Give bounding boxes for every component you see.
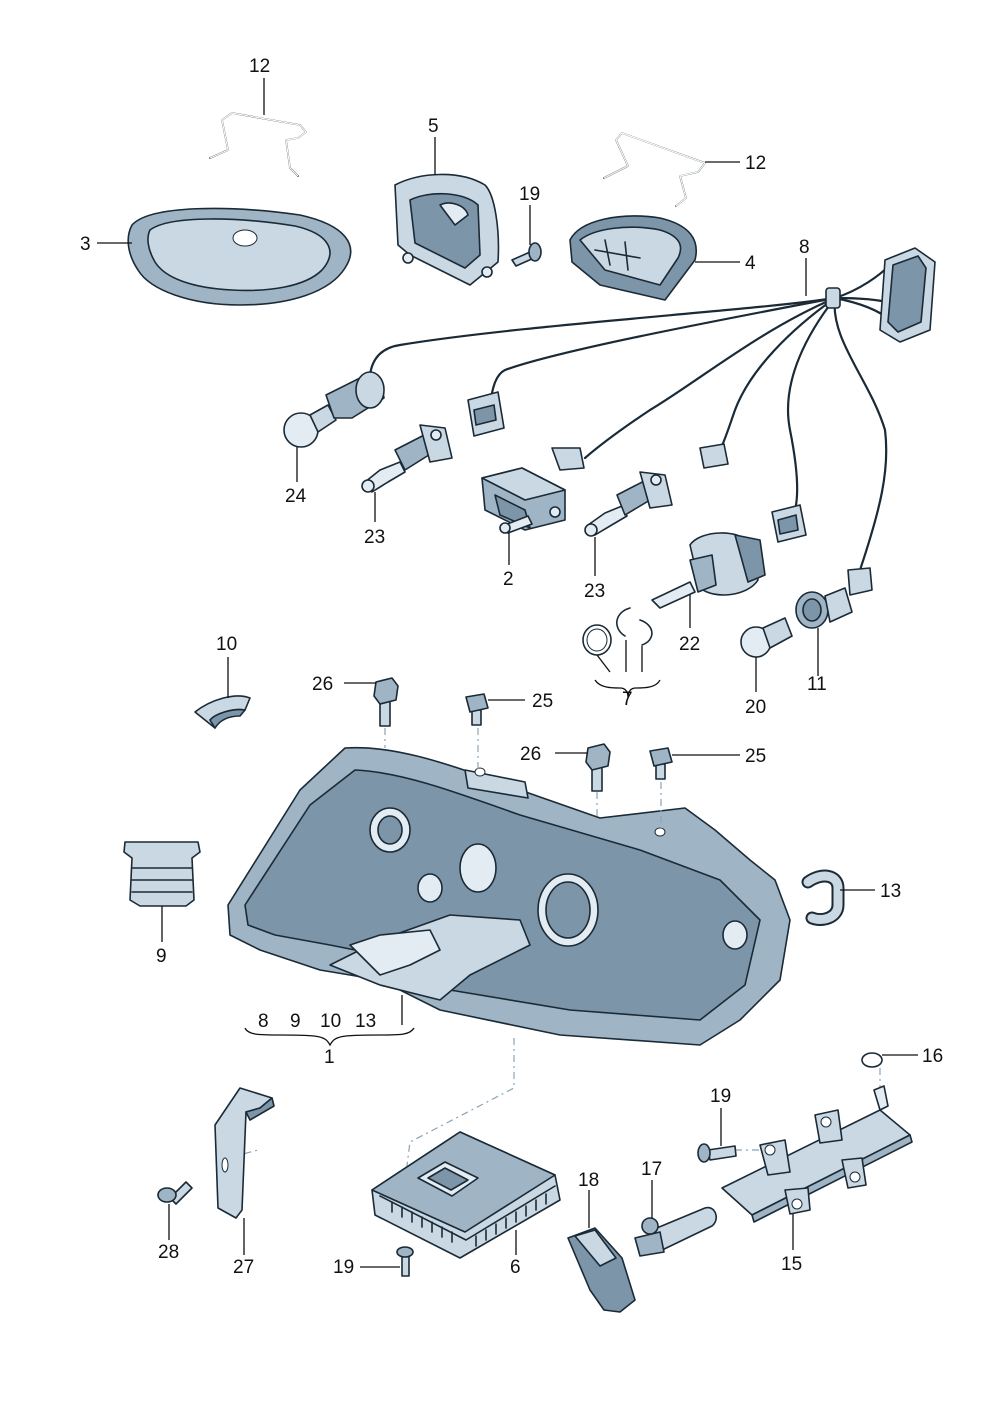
label-part-3: 3 [80, 234, 91, 255]
label-group-8: 8 [258, 1011, 269, 1032]
label-group-9: 9 [290, 1011, 301, 1032]
label-group-13: 13 [355, 1011, 376, 1032]
screw-part-26-left[interactable] [373, 677, 399, 727]
actuator-part-2[interactable] [481, 467, 566, 534]
label-part-4: 4 [745, 253, 756, 274]
label-part-6: 6 [510, 1257, 521, 1278]
cover-part-18[interactable] [567, 1227, 636, 1313]
label-part-20: 20 [745, 697, 766, 718]
label-part-7: 7 [622, 689, 633, 710]
label-part-27: 27 [233, 1257, 254, 1278]
clip-part-12-left[interactable] [209, 112, 307, 177]
bulb-part-24[interactable] [283, 371, 385, 448]
o-ring-part-16[interactable] [861, 1052, 883, 1068]
part-number-labels: 12 3 5 19 12 4 8 24 23 2 23 22 7 20 11 1… [80, 56, 943, 1278]
label-part-12-left: 12 [249, 56, 270, 77]
lamp-part-23-right[interactable] [584, 471, 673, 537]
control-unit-part-6[interactable] [371, 1131, 561, 1259]
headlamp-housing-part-1[interactable] [227, 746, 791, 1046]
label-part-13: 13 [880, 881, 901, 902]
label-part-23-right: 23 [584, 581, 605, 602]
label-part-17: 17 [641, 1159, 662, 1180]
label-part-19-bottom: 19 [333, 1257, 354, 1278]
label-part-16: 16 [922, 1046, 943, 1067]
socket-part-11[interactable] [795, 587, 853, 629]
label-part-19-top: 19 [519, 184, 540, 205]
hose-part-13[interactable] [801, 869, 845, 926]
label-part-24: 24 [285, 486, 307, 507]
label-part-25-right: 25 [745, 746, 766, 767]
label-part-11: 11 [807, 674, 827, 695]
grommet-part-9[interactable] [123, 841, 201, 907]
label-part-26-left: 26 [312, 674, 333, 695]
bulb-part-20[interactable] [740, 617, 793, 658]
screw-part-26-right[interactable] [585, 743, 611, 792]
xenon-bulb-part-22[interactable] [651, 532, 766, 609]
label-part-10: 10 [216, 634, 237, 655]
screw-part-19-top[interactable] [511, 242, 542, 267]
label-group-10: 10 [320, 1011, 341, 1032]
label-part-26-right: 26 [520, 744, 541, 765]
clip-part-10[interactable] [194, 695, 251, 729]
label-part-15: 15 [781, 1254, 802, 1275]
screw-part-19-mid[interactable] [697, 1143, 737, 1163]
label-part-1: 1 [324, 1047, 335, 1068]
lamp-part-23-left[interactable] [361, 424, 453, 493]
label-part-19-mid: 19 [710, 1086, 731, 1107]
sensor-part-17[interactable] [634, 1206, 717, 1257]
label-part-12-right: 12 [745, 153, 766, 174]
label-part-23-left: 23 [364, 527, 385, 548]
label-part-9: 9 [156, 946, 167, 967]
bracket-part-27[interactable] [214, 1087, 275, 1219]
label-part-22: 22 [679, 634, 700, 655]
label-part-18: 18 [578, 1170, 599, 1191]
screw-part-25-right[interactable] [649, 747, 673, 780]
label-part-25-left: 25 [532, 691, 553, 712]
gasket-part-3[interactable] [127, 207, 352, 306]
label-part-5: 5 [428, 116, 439, 137]
cap-part-4[interactable] [569, 215, 697, 301]
screw-part-19-bottom[interactable] [396, 1246, 414, 1277]
label-part-28: 28 [158, 1242, 179, 1263]
cap-part-5[interactable] [394, 173, 500, 286]
label-part-2: 2 [503, 569, 514, 590]
clip-part-12-right[interactable] [603, 132, 706, 207]
screw-part-25-left[interactable] [465, 693, 489, 726]
label-part-8: 8 [799, 237, 810, 258]
wiring-harness-part-8[interactable] [368, 247, 936, 596]
washer-nozzle-part-15[interactable] [721, 1085, 913, 1223]
leader-lines [97, 78, 918, 1268]
screw-part-28[interactable] [157, 1181, 193, 1205]
